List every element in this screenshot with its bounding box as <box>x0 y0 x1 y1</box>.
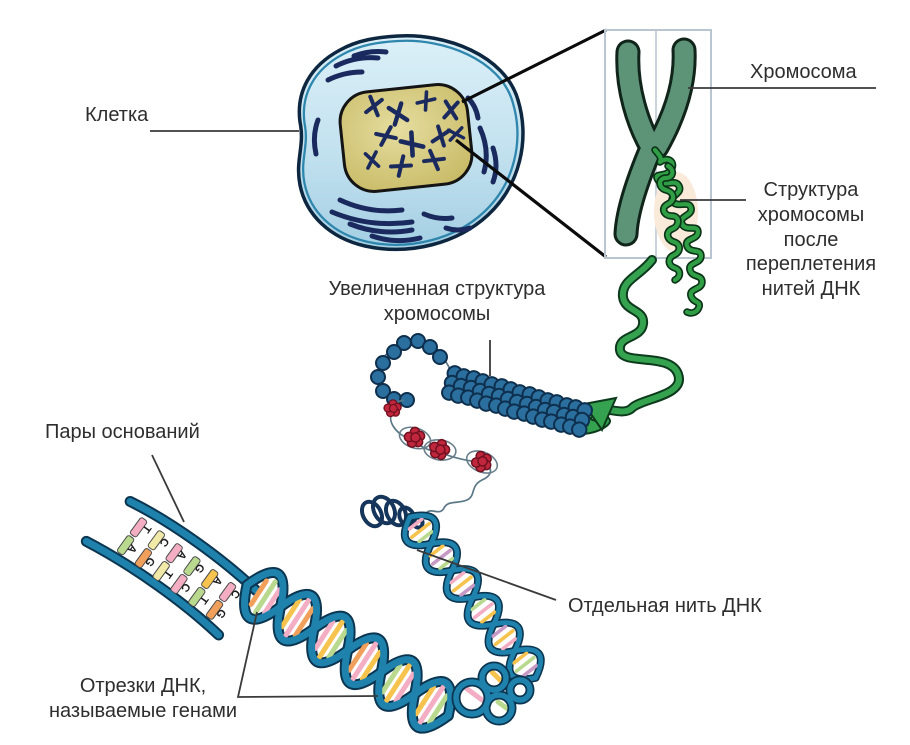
helix-end-curls <box>451 661 535 726</box>
cell-nucleus <box>338 83 474 193</box>
cell-label: Клетка <box>85 104 149 126</box>
genes-leader-line <box>236 611 379 698</box>
chromatin-coil <box>559 255 684 435</box>
genes-label: Отрезки ДНК, называемые генами <box>48 675 237 722</box>
chromatin-tangle <box>651 146 706 317</box>
solenoid-fiber <box>439 363 595 440</box>
chromosome-label: Хромосома <box>750 61 857 83</box>
thin-helix-rungs <box>407 517 539 678</box>
base-pairs-leader-line <box>151 454 185 523</box>
dna-helix-thin <box>400 511 545 684</box>
ladder-rungs <box>116 517 237 620</box>
leader-lines <box>150 87 876 698</box>
base-pairs-label: Пары оснований <box>45 421 200 443</box>
coil-solenoid-junction <box>582 396 618 433</box>
nucleosome-necklace <box>370 333 453 408</box>
main-helix-rungs <box>248 578 450 726</box>
dna-strand-label: Отдельная нить ДНК <box>568 595 762 617</box>
zoom-lines <box>455 28 607 259</box>
enlarged-structure-label: Увеличенная структура хромосомы <box>328 278 546 325</box>
histone-clusters <box>383 399 499 513</box>
chromosome-shape <box>613 37 697 247</box>
dna-ladder: T A C G A T G C A T C G <box>80 495 262 641</box>
dna-helix-main <box>238 567 457 734</box>
endoplasmic-reticulum <box>311 49 499 244</box>
dna-strand-leader-line <box>416 549 557 601</box>
chromosome-structure-label: Структура хромосомы после переплетения н… <box>745 179 877 301</box>
